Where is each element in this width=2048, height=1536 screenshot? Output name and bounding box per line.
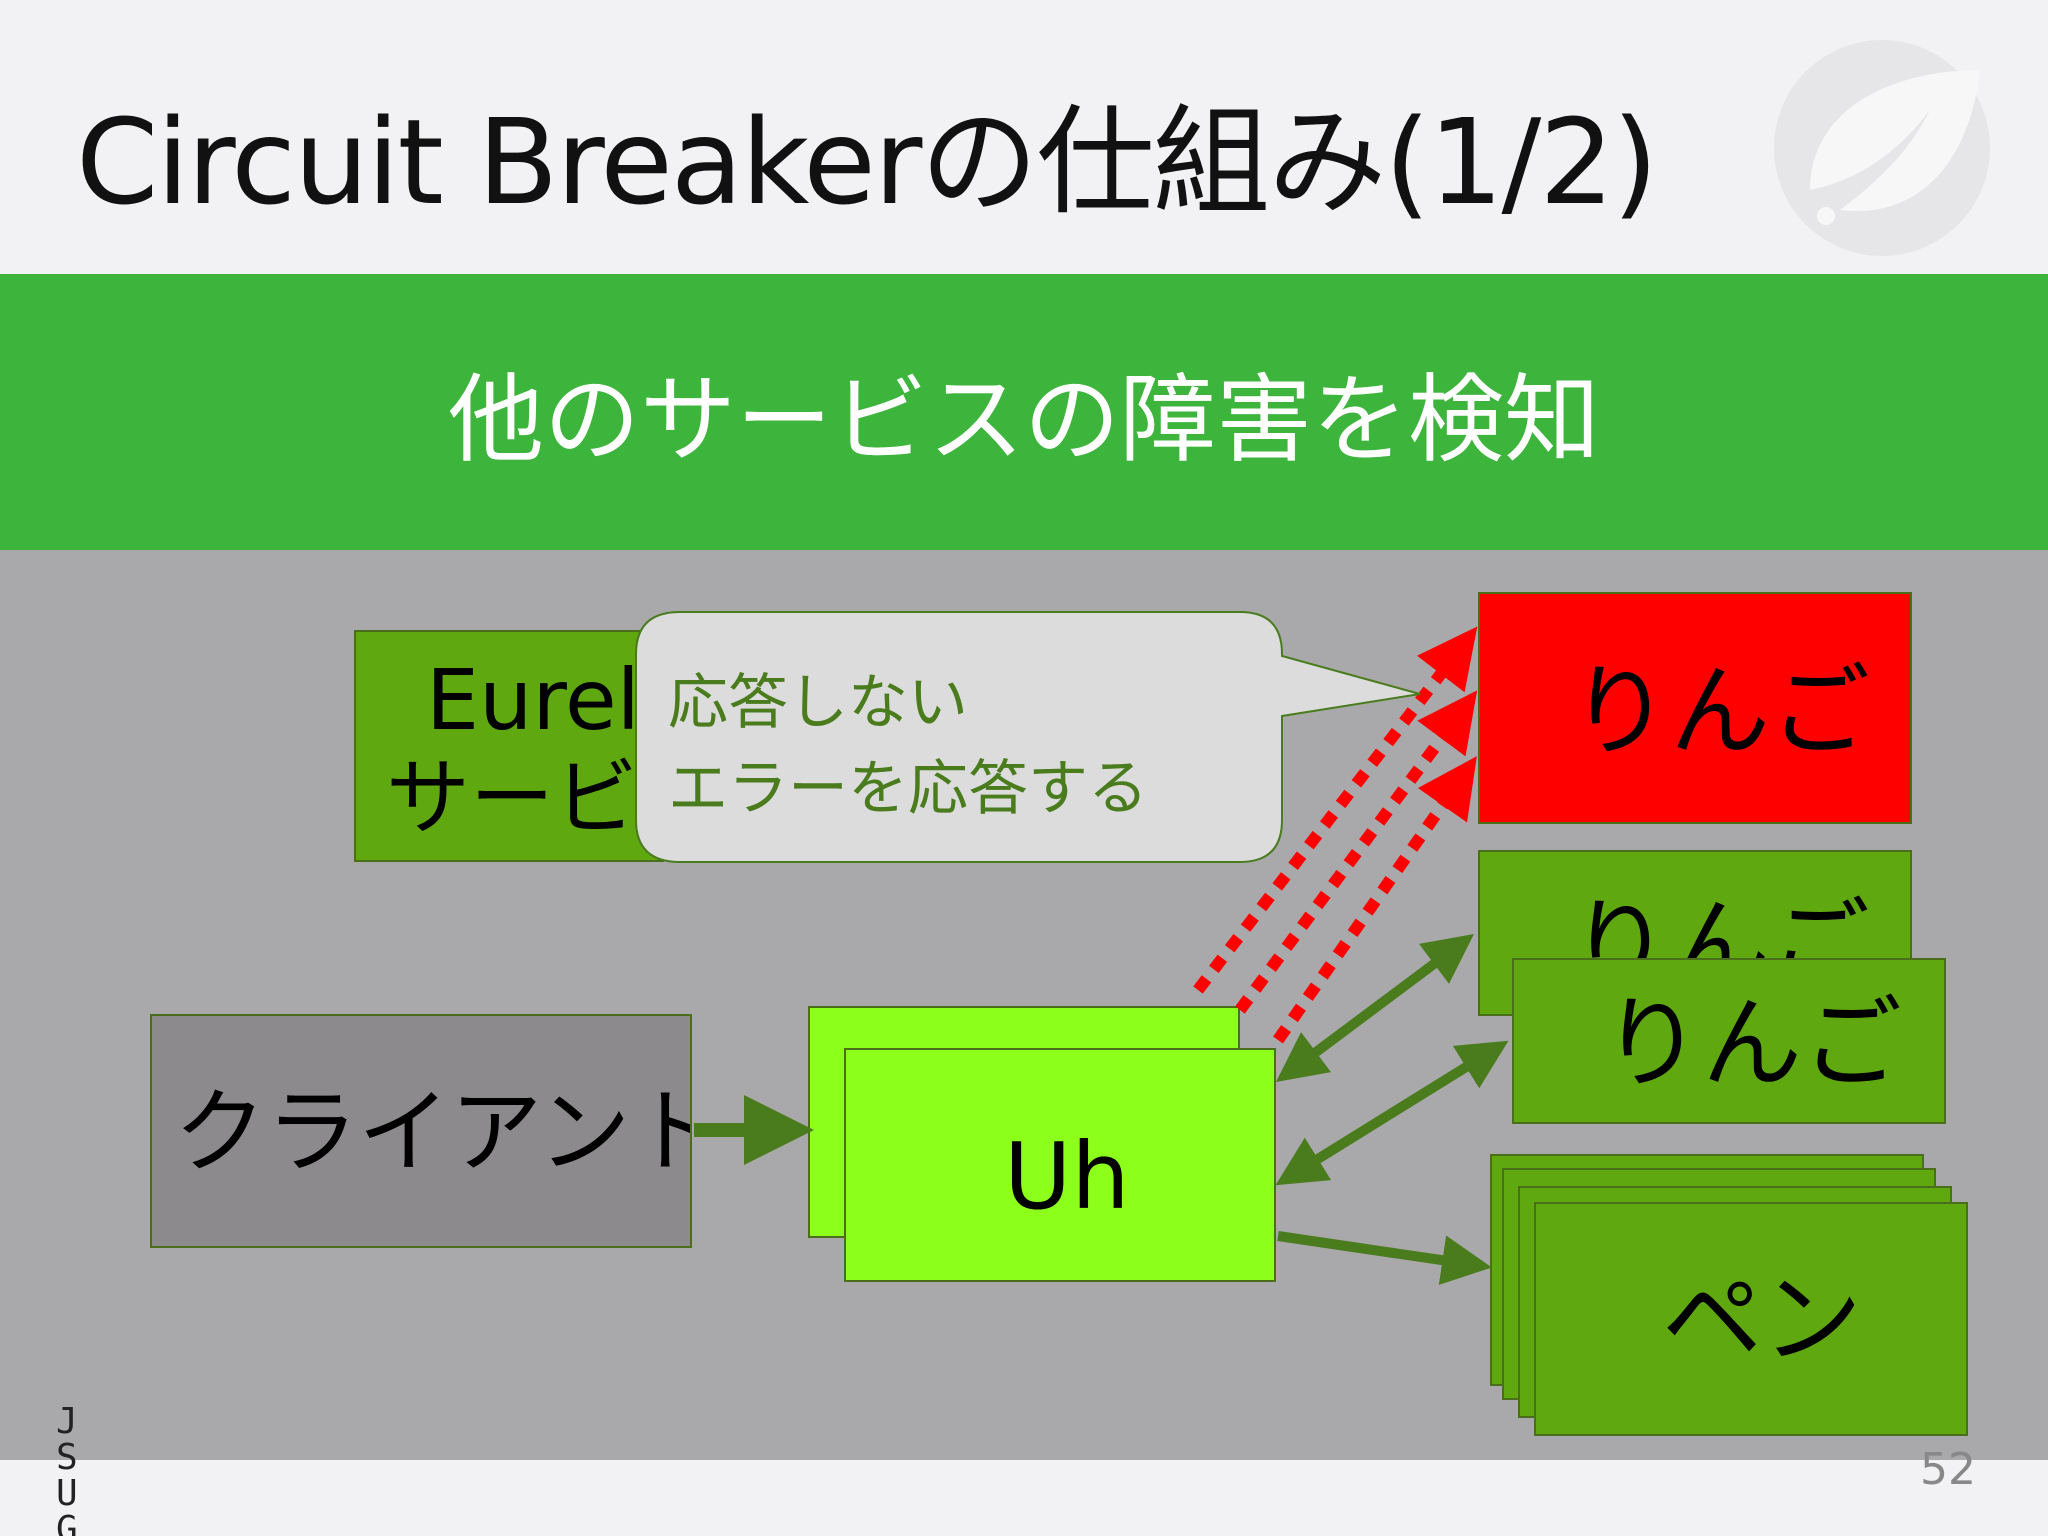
spring-leaf-icon xyxy=(1774,40,1990,256)
eureka-box-line1: Eurel xyxy=(426,651,641,749)
failure-arrow-3 xyxy=(1273,756,1477,1044)
ringo-failed-label: りんご xyxy=(1570,653,1870,770)
uh-ringo-back-arrow xyxy=(1275,934,1475,1082)
uh-ringo-front-arrow xyxy=(1275,1040,1509,1186)
subtitle-band xyxy=(0,274,2048,550)
jsug-logo: J S U G xyxy=(56,1404,136,1536)
pen-box-front: ペン xyxy=(1534,1202,1968,1436)
eureka-server-box: Eurel サービ xyxy=(354,630,664,862)
callout-line-2: エラーを応答する xyxy=(668,754,1148,824)
page-number: 52 xyxy=(1920,1444,1976,1495)
client-label: クライアント xyxy=(174,1079,692,1186)
callout-line-1: 応答しない xyxy=(668,668,968,738)
jsug-logo-line2: U G xyxy=(56,1473,88,1536)
jsug-logo-line1: J S xyxy=(56,1401,88,1478)
client-box: クライアント xyxy=(150,1014,692,1248)
uh-label: Uh xyxy=(1004,1123,1130,1230)
slide-title: Circuit Breakerの仕組み(1/2) xyxy=(76,93,1658,231)
pen-label: ペン xyxy=(1662,1261,1862,1378)
eureka-box-line2: サービ xyxy=(386,749,639,847)
ringo-front-label: りんご xyxy=(1602,985,1902,1102)
slide-subtitle: 他のサービスの障害を検知 xyxy=(448,364,1600,476)
uh-to-pen-arrow xyxy=(1277,1231,1492,1285)
ringo-box-front: りんご xyxy=(1512,958,1946,1124)
ringo-failed-box: りんご xyxy=(1478,592,1912,824)
callout-bubble xyxy=(635,611,1421,863)
uh-box-front: Uh xyxy=(844,1048,1276,1282)
callout-text: 応答しない エラーを応答する xyxy=(668,660,1148,832)
